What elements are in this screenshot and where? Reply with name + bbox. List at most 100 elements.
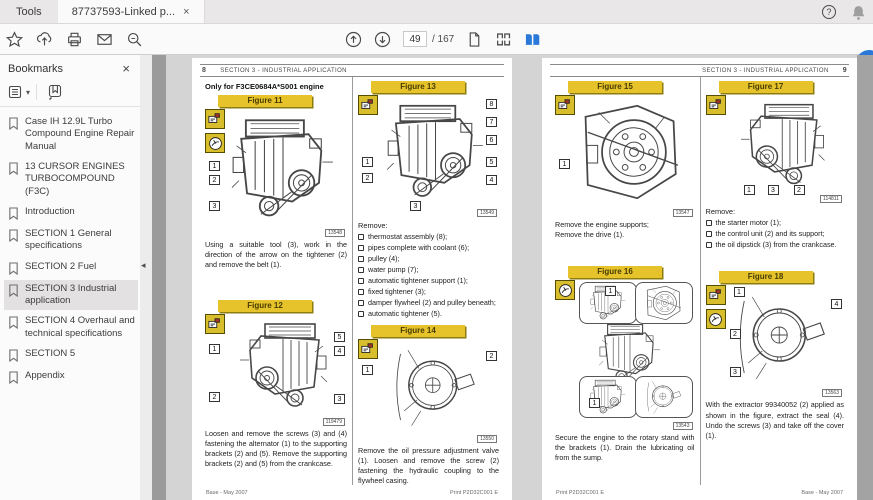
figure-callout: 4 — [831, 299, 842, 310]
locate-bookmark-icon[interactable] — [45, 84, 69, 100]
bookmark-icon — [9, 207, 18, 221]
figure-14: Figure 14 1 2 13550 — [358, 325, 499, 444]
page-footer-left: Base - May 2007 — [206, 490, 248, 496]
procedure-icon — [705, 285, 726, 306]
checklist-item: pulley (4); — [358, 254, 499, 264]
checkbox-icon — [705, 219, 712, 226]
help-icon[interactable]: ? — [822, 5, 836, 19]
page-number-input[interactable] — [403, 31, 427, 47]
checklist-item: pipes complete with coolant (6); — [358, 243, 499, 253]
sidebar-item-manual-title[interactable]: Case IH 12.9L Turbo Compound Engine Repa… — [4, 113, 138, 156]
vertical-scrollbar[interactable] — [857, 55, 873, 500]
tab-tools[interactable]: Tools — [0, 0, 58, 23]
page-count-label: / 167 — [432, 33, 455, 45]
figure-16-caption: Secure the engine to the rotary stand wi… — [555, 433, 695, 463]
search-icon[interactable] — [126, 31, 143, 48]
figure-ref-number: 13550 — [477, 435, 497, 444]
previous-page-icon[interactable] — [345, 31, 362, 48]
tab-close-icon[interactable]: × — [183, 5, 190, 18]
bell-icon[interactable] — [850, 4, 867, 21]
figure-callout: 5 — [334, 332, 345, 343]
sidebar-item-section4[interactable]: SECTION 4 Overhaul and technical specifi… — [4, 312, 138, 343]
figure-callout: 3 — [209, 201, 220, 211]
sidebar-item-section1[interactable]: SECTION 1 General specifications — [4, 225, 138, 256]
figure-callout: 3 — [729, 367, 741, 378]
figure-callout: 7 — [486, 117, 497, 127]
page-header-title: SECTION 3 - INDUSTRIAL APPLICATION — [702, 67, 829, 74]
figure-callout: 6 — [486, 135, 497, 145]
two-page-view-icon[interactable] — [524, 31, 541, 48]
checkbox-icon — [358, 233, 364, 240]
remove-list-title: Remove: — [705, 207, 736, 216]
share-upload-icon[interactable] — [36, 31, 53, 48]
sidebar-gutter: ◂ — [140, 55, 152, 500]
next-page-icon[interactable] — [374, 31, 391, 48]
figure-callout: 1 — [209, 161, 220, 171]
scrolling-view-icon[interactable] — [495, 31, 512, 48]
chevron-down-icon: ▾ — [26, 87, 31, 97]
checklist-item: the oil dipstick (3) from the crankcase. — [705, 240, 845, 250]
figure-ref-number: 114811 — [820, 195, 842, 203]
figure-inset — [634, 376, 693, 419]
bookmark-options-icon[interactable]: ▾ — [6, 84, 38, 100]
figure-16: Figure 16 — [555, 266, 695, 431]
page-right: SECTION 3 - INDUSTRIAL APPLICATION 9 Fig… — [542, 58, 857, 500]
sidebar-item-appendix[interactable]: Appendix — [4, 367, 138, 387]
bookmarks-close-icon[interactable]: × — [122, 61, 130, 76]
checklist-item: automatic tightener (5). — [358, 310, 499, 319]
page-footer-right: Base - May 2007 — [801, 490, 843, 496]
checkbox-icon — [358, 289, 364, 296]
page-number: 8 — [202, 67, 207, 74]
procedure-icon — [205, 314, 225, 335]
checklist-item: automatic tightener support (1); — [358, 276, 499, 286]
checklist-item: fixed tightener (3); — [358, 288, 499, 297]
single-page-icon[interactable] — [466, 31, 483, 48]
tool-icon — [705, 309, 726, 330]
figure-callout: 1 — [362, 157, 373, 167]
figure-ref-number: 13549 — [477, 209, 497, 217]
figure-callout: 2 — [729, 329, 741, 340]
sidebar-item-introduction[interactable]: Introduction — [4, 203, 138, 223]
checklist-item: the starter motor (1); — [705, 218, 845, 228]
document-view: 8 SECTION 3 - INDUSTRIAL APPLICATION Onl… — [166, 55, 857, 500]
tab-bar: Tools 87737593-Linked p... × ? — [0, 0, 873, 24]
procedure-icon — [358, 339, 378, 360]
sidebar-item-section5[interactable]: SECTION 5 — [4, 345, 138, 365]
page-header-title: SECTION 3 - INDUSTRIAL APPLICATION — [220, 67, 347, 74]
figure-callout: 3 — [767, 185, 779, 195]
figure-callout: 4 — [334, 346, 345, 357]
figure-callout: 1 — [209, 344, 220, 355]
checkbox-icon — [358, 278, 364, 285]
star-icon[interactable] — [6, 30, 23, 48]
print-icon[interactable] — [66, 31, 83, 48]
figure-callout: 1 — [362, 365, 373, 376]
sidebar-item-section3[interactable]: SECTION 3 Industrial application — [4, 279, 138, 311]
checklist-item: damper flywheel (2) and pulley beneath; — [358, 299, 499, 308]
sidebar-item-section2[interactable]: SECTION 2 Fuel — [4, 258, 138, 278]
bookmark-icon — [9, 117, 18, 130]
tab-document-label: 87737593-Linked p... — [71, 5, 176, 18]
checklist-item: thermostat assembly (8); — [358, 232, 499, 242]
email-icon[interactable] — [96, 31, 113, 48]
checkbox-icon — [358, 244, 364, 251]
figure-ref-number: 13563 — [822, 389, 842, 398]
sidebar-item-cursor-engines[interactable]: 13 CURSOR ENGINES TURBOCOMPOUND (F3C) — [4, 158, 138, 201]
figure-inset — [634, 282, 693, 325]
figure-callout: 2 — [362, 173, 373, 183]
figure-callout: 8 — [486, 99, 497, 109]
procedure-icon — [205, 109, 225, 129]
tab-document[interactable]: 87737593-Linked p... × — [57, 0, 205, 23]
figure-callout: 1 — [733, 287, 745, 298]
checkbox-icon — [705, 230, 712, 237]
figure-title: Figure 13 — [371, 81, 465, 93]
figure-callout: 1 — [743, 185, 755, 195]
figure-title: Figure 11 — [218, 95, 312, 107]
figure-15-caption: Remove the engine supports; Remove the d… — [555, 220, 649, 240]
figure-12: Figure 12 1 2 5 4 3 — [205, 300, 347, 427]
figure-12-caption: Loosen and remove the screws (3) and (4)… — [205, 429, 347, 469]
sidebar-splitter[interactable] — [152, 55, 166, 500]
figure-callout: 1 — [589, 398, 600, 409]
collapse-sidebar-icon[interactable]: ◂ — [141, 260, 146, 270]
bookmark-icon — [9, 162, 18, 176]
procedure-icon — [705, 95, 726, 115]
